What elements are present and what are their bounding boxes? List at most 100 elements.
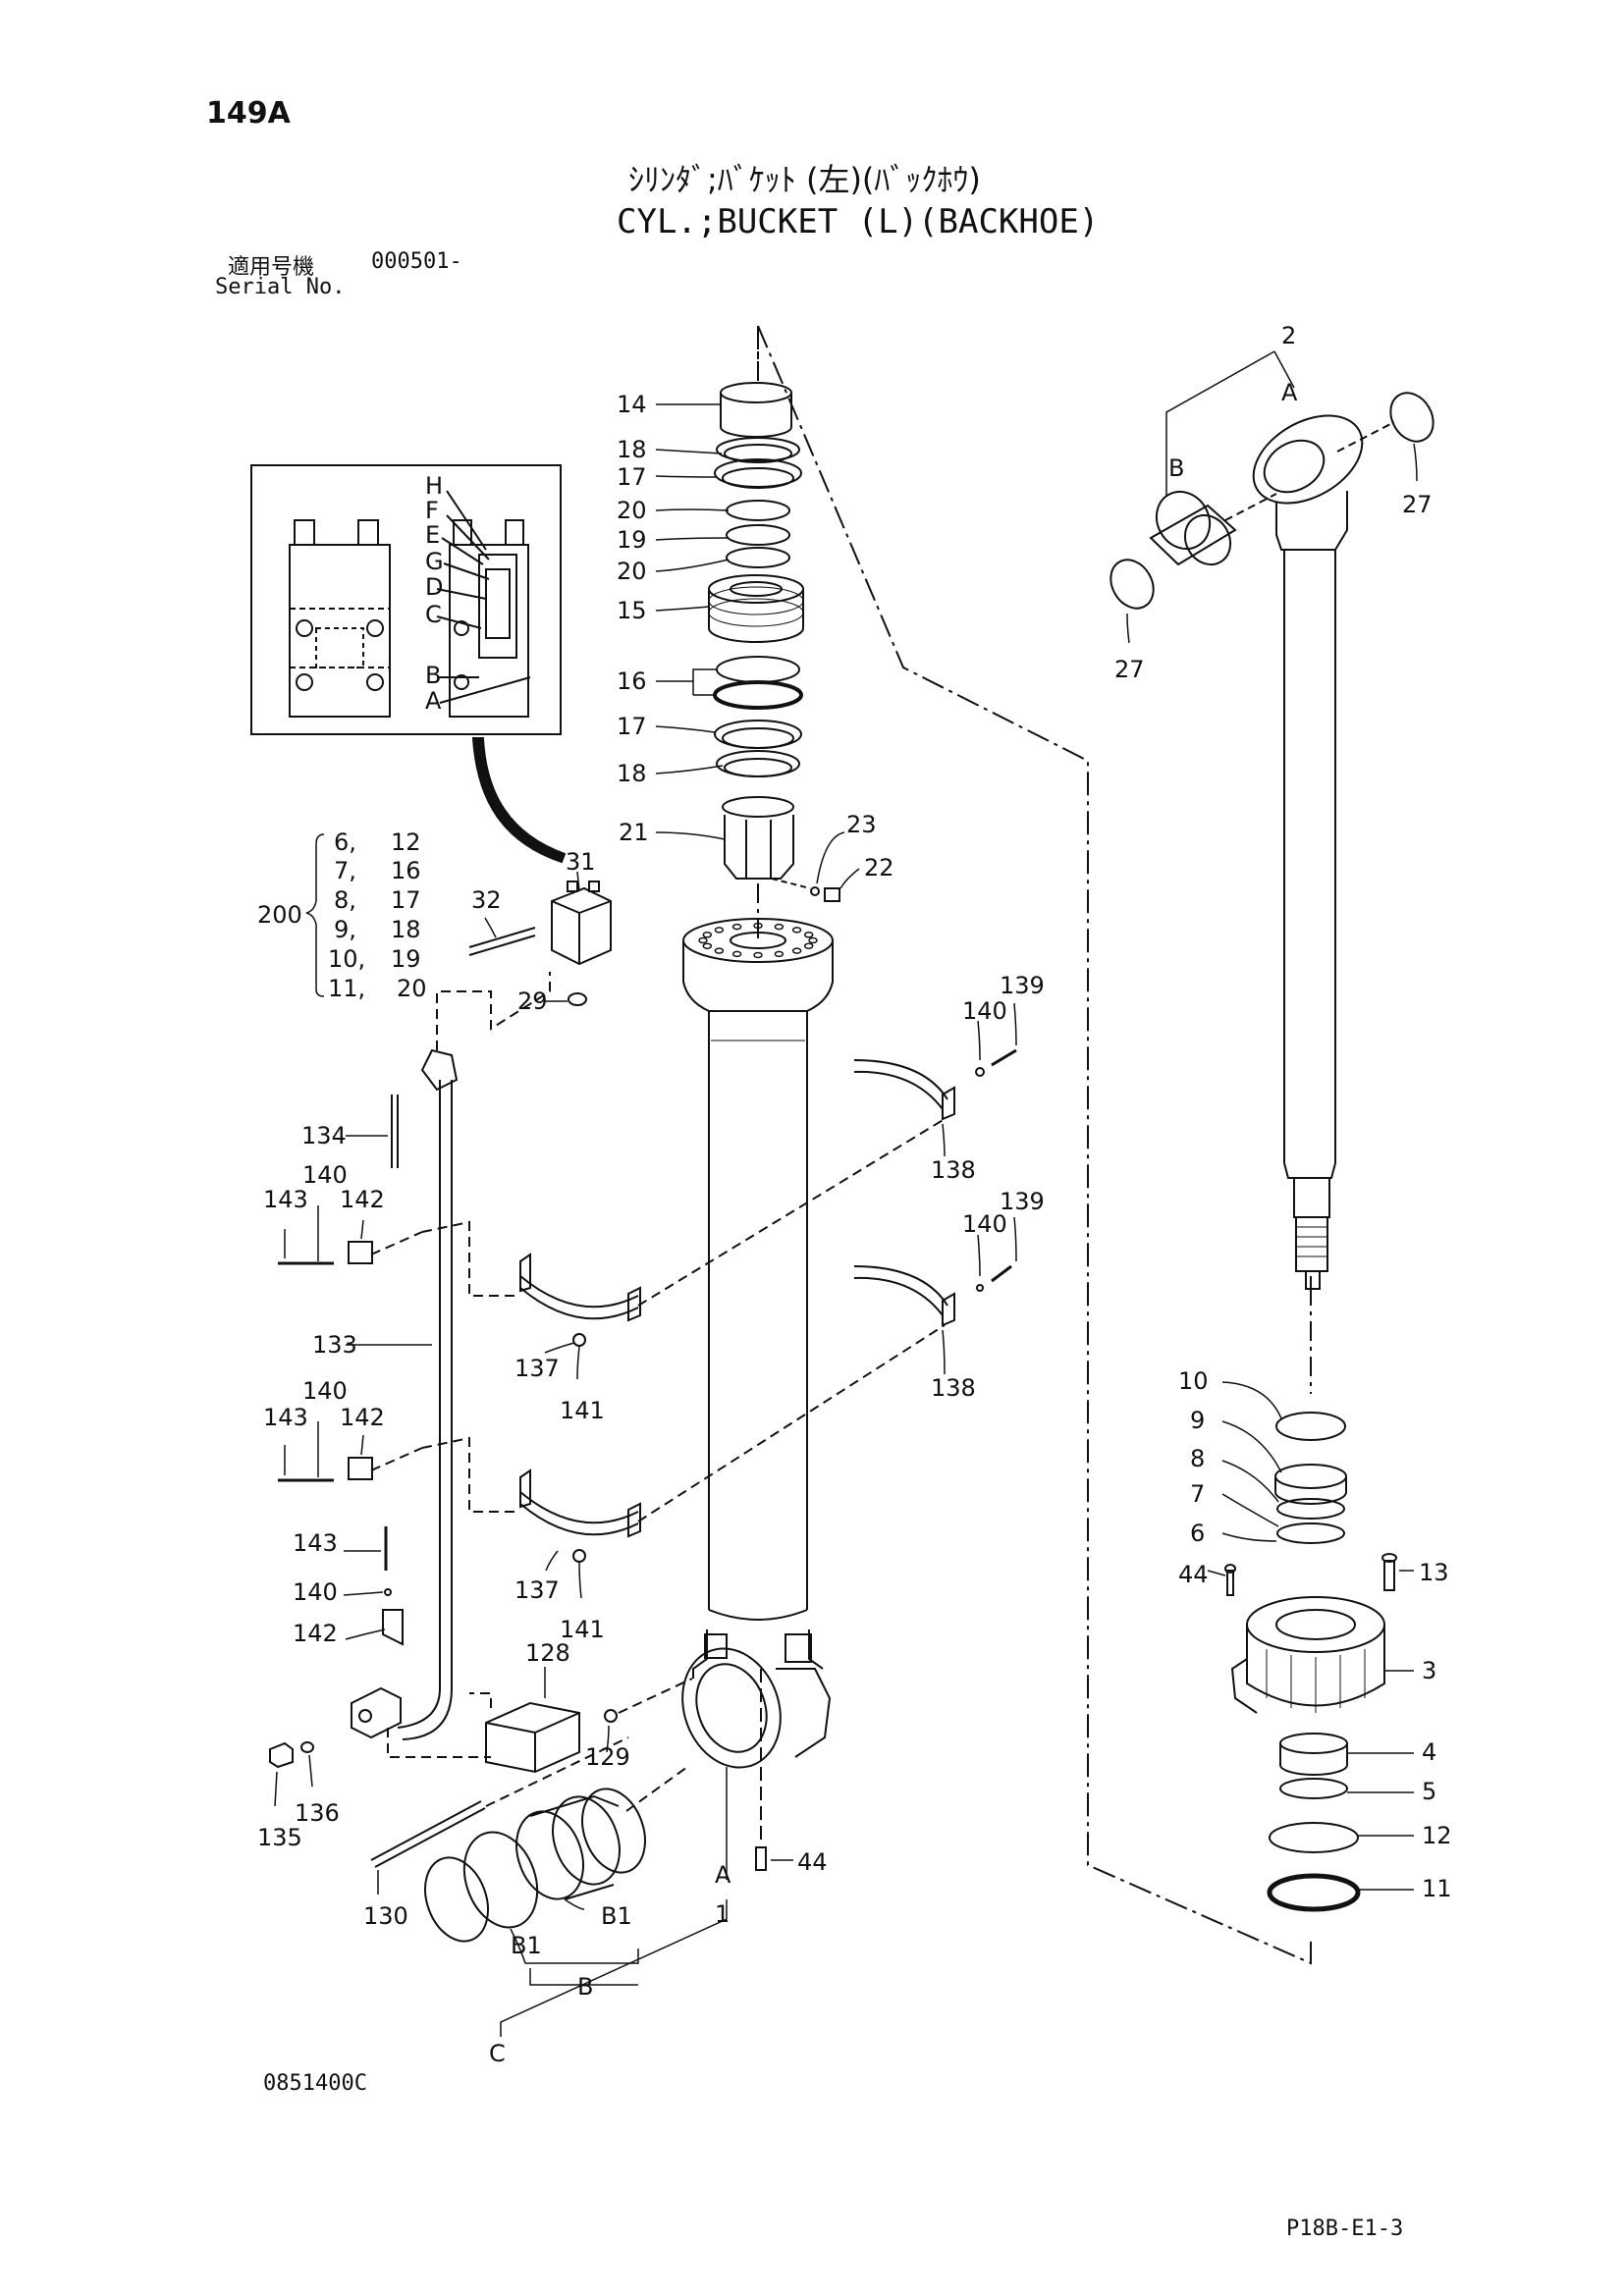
inset-letter-h: H: [425, 472, 443, 500]
cylinder-tube: [681, 918, 834, 1769]
flange-bolt-hole: [791, 947, 802, 954]
part-22-label: 22: [864, 854, 894, 881]
part-4-label: 4: [1422, 1738, 1436, 1766]
flange-bolt-hole: [714, 947, 725, 954]
assembly-boundary-lines: [757, 325, 1312, 1965]
kit-row-4-b: 18: [391, 916, 421, 943]
inset-pointer: [471, 737, 567, 864]
flange-bolt-hole: [791, 927, 802, 934]
kit-row-3-a: 8,: [334, 886, 356, 914]
kit-row-2-b: 16: [391, 857, 421, 884]
part-15-label: 15: [617, 597, 647, 624]
flange-bolt-hole: [731, 950, 742, 958]
flange-bolt-hole: [774, 923, 785, 931]
flange-bolt-hole: [803, 942, 814, 949]
part-140-label: 140: [302, 1161, 348, 1189]
part-16-label: 16: [617, 667, 647, 695]
part-18-label: 18: [617, 436, 647, 463]
kit-row-2-a: 7,: [334, 857, 356, 884]
part-7-label: 7: [1190, 1480, 1205, 1508]
subassembly-b-label: B: [577, 1973, 593, 2001]
part-128-label: 128: [525, 1639, 570, 1667]
kit-row-5-a: 10,: [328, 945, 365, 973]
part-2-label: 2: [1281, 322, 1296, 349]
leader-lines: [274, 350, 1418, 2037]
rod-b-label: B: [1168, 454, 1184, 482]
subassembly-c-label: C: [489, 2040, 506, 2067]
part-138-label: 138: [931, 1374, 976, 1402]
part-140-label: 140: [962, 1210, 1007, 1238]
part-140-label: 140: [302, 1377, 348, 1405]
part-44-label: 44: [797, 1848, 828, 1876]
part-129-label: 129: [585, 1743, 630, 1771]
inset-letter-f: F: [425, 497, 439, 524]
part-1-label: 1: [715, 1900, 730, 1928]
part-8-label: 8: [1190, 1445, 1205, 1472]
inset-letter-c: C: [425, 601, 442, 628]
part-139-label: 139: [1000, 972, 1045, 999]
part-136-label: 136: [295, 1799, 340, 1827]
part-18-label: 18: [617, 760, 647, 787]
part-5-label: 5: [1422, 1778, 1436, 1805]
title-japanese: ｼﾘﾝﾀﾞ;ﾊﾞｹｯﾄ (左)(ﾊﾞｯｸﾎｳ): [628, 161, 981, 198]
flange-bolt-hole: [753, 951, 763, 959]
part-138-label: 138: [931, 1156, 976, 1184]
flange-bolt-hole: [702, 942, 713, 949]
part-137-label: 137: [514, 1576, 560, 1604]
part-27-label: 27: [1402, 491, 1433, 518]
kit-number: 200: [257, 901, 302, 929]
part-133-label: 133: [312, 1331, 357, 1359]
part-143-label: 143: [263, 1186, 308, 1213]
part-135-label: 135: [257, 1824, 302, 1851]
part-44-label: 44: [1178, 1561, 1209, 1588]
part-11-label: 11: [1422, 1875, 1452, 1902]
part-21-label: 21: [619, 819, 649, 846]
inset-detail-view: [250, 464, 562, 735]
flange-bolt-holes: [698, 922, 818, 959]
serial-number-value: 000501-: [371, 249, 462, 274]
part-27-label: 27: [1114, 656, 1145, 683]
part-141-label: 141: [560, 1616, 605, 1643]
serial-label-japanese: 適用号機: [228, 255, 315, 280]
part-142-label: 142: [340, 1186, 385, 1213]
drawing-number: 0851400C: [263, 2071, 367, 2096]
flange-bolt-hole: [714, 927, 725, 934]
part-19-label: 19: [617, 526, 647, 554]
part-139-label: 139: [1000, 1188, 1045, 1215]
part-140-label: 140: [962, 997, 1007, 1025]
part-13-label: 13: [1419, 1559, 1449, 1586]
part-20-label: 20: [617, 497, 647, 524]
piping-and-clamps: [269, 881, 1017, 1943]
gland-stack-parts: [1224, 1412, 1397, 1912]
kit-row-5-b: 19: [391, 945, 421, 973]
part-142-label: 142: [293, 1620, 338, 1647]
kit-row-1-a: 6,: [334, 828, 356, 856]
part-9-label: 9: [1190, 1407, 1205, 1434]
flange-bolt-hole: [808, 936, 818, 944]
kit-row-1-b: 12: [391, 828, 421, 856]
assembly-a-label: A: [715, 1861, 731, 1889]
inset-letter-d: D: [425, 573, 443, 601]
kit-row-4-a: 9,: [334, 916, 356, 943]
inset-letters: H F E G D C B A: [425, 472, 444, 715]
page-number: 149A: [206, 96, 291, 131]
kit-row-6-b: 20: [397, 975, 427, 1002]
part-3-label: 3: [1422, 1657, 1436, 1684]
part-31-label: 31: [566, 848, 596, 876]
kit-row-6-a: 11,: [328, 975, 365, 1002]
inset-letter-b: B: [425, 662, 441, 689]
inset-letter-a: A: [425, 687, 442, 715]
part-20-label: 20: [617, 558, 647, 585]
inset-letter-e: E: [425, 521, 440, 549]
part-6-label: 6: [1190, 1520, 1205, 1547]
sheet-code: P18B-E1-3: [1286, 2216, 1404, 2241]
part-143-label: 143: [263, 1404, 308, 1431]
part-14-label: 14: [617, 391, 647, 418]
part-134-label: 134: [301, 1122, 347, 1149]
flange-bolt-hole: [774, 950, 785, 958]
part-141-label: 141: [560, 1397, 605, 1424]
subassembly-b1-label: B1: [511, 1932, 542, 1959]
